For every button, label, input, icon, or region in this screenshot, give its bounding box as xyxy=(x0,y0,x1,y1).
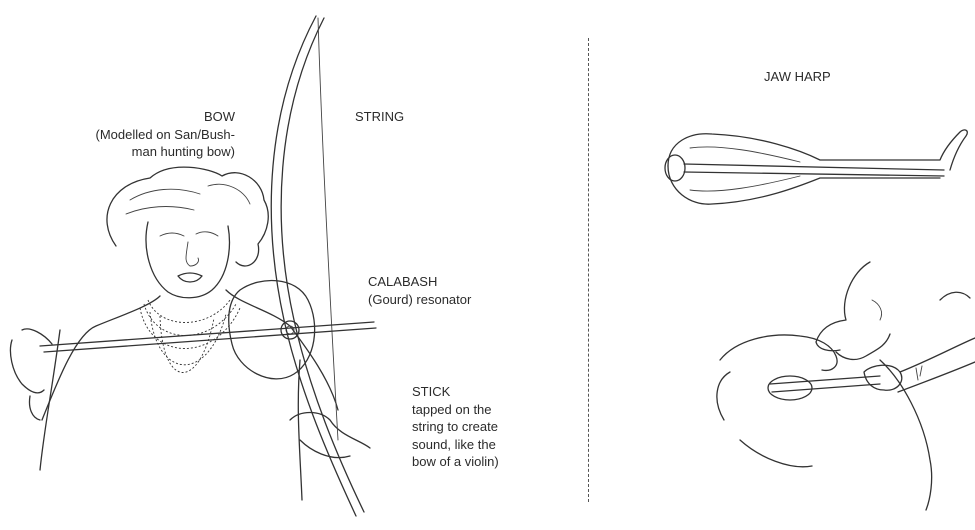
jaw-harp-label: JAW HARP xyxy=(764,68,831,86)
playing-jaw-harp-illustration xyxy=(717,262,975,510)
stick-label-line-4: sound, like the xyxy=(412,436,499,454)
calabash-label-line-2: (Gourd) resonator xyxy=(368,291,471,309)
stick-label-line-3: string to create xyxy=(412,418,499,436)
stick-label-line-2: tapped on the xyxy=(412,401,499,419)
string-label-line-1: STRING xyxy=(355,108,404,126)
string-label: STRING xyxy=(355,108,404,126)
jaw-harp-label-line-1: JAW HARP xyxy=(764,68,831,86)
stick-label: STICK tapped on the string to create sou… xyxy=(412,383,499,471)
stick-label-line-5: bow of a violin) xyxy=(412,453,499,471)
calabash-label-line-1: CALABASH xyxy=(368,273,471,291)
calabash-label: CALABASH (Gourd) resonator xyxy=(368,273,471,308)
bow-label: BOW (Modelled on San/Bush- man hunting b… xyxy=(40,108,235,161)
stick-label-line-1: STICK xyxy=(412,383,499,401)
bow-label-line-1: BOW xyxy=(40,108,235,126)
jaw-harp-illustration xyxy=(665,130,967,204)
musician-illustration xyxy=(10,16,376,516)
section-divider xyxy=(588,38,589,502)
bow-label-line-2: (Modelled on San/Bush- xyxy=(40,126,235,144)
bow-label-line-3: man hunting bow) xyxy=(40,143,235,161)
